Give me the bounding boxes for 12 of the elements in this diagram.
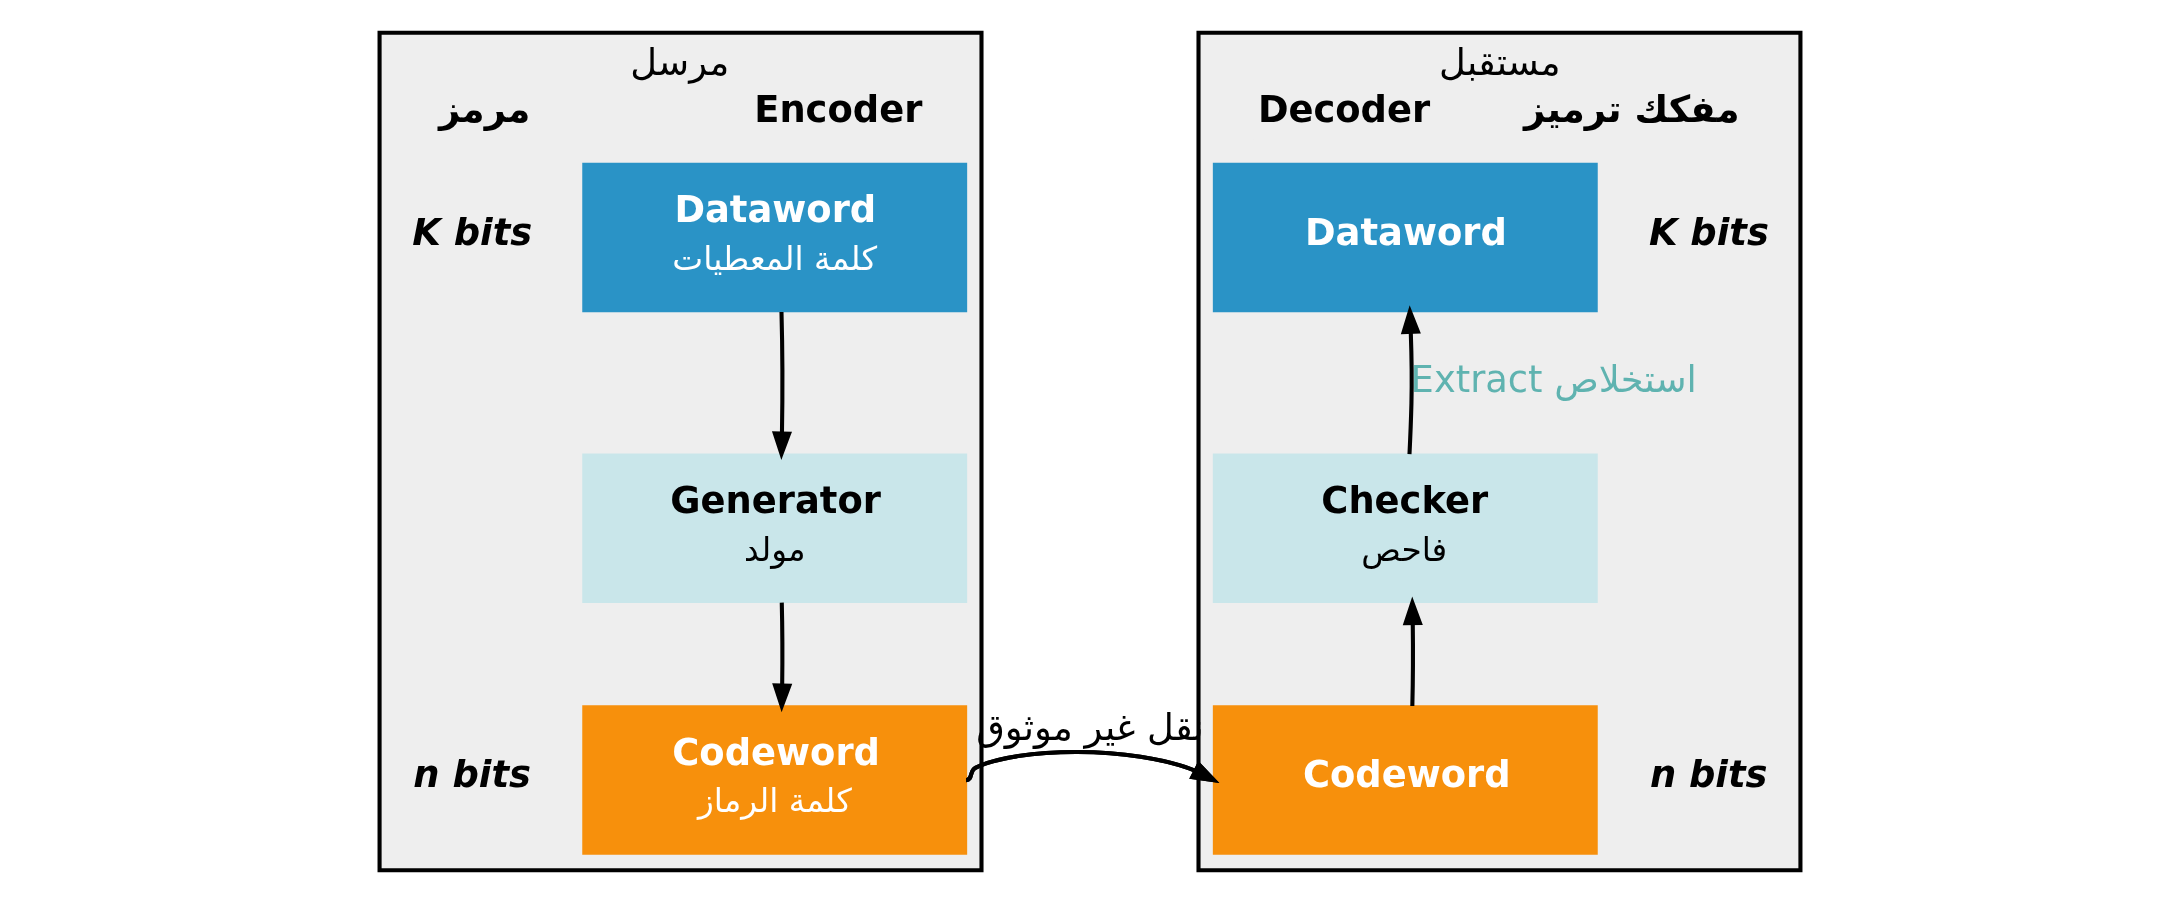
arrow — [771, 602, 792, 713]
arrow — [771, 311, 792, 461]
arrow — [1400, 305, 1421, 455]
edge-label: Extract استخلاص — [1410, 357, 1697, 401]
node-box: Dataword — [1212, 162, 1598, 313]
node-label: K bits — [411, 210, 532, 254]
node-label: K bits — [1648, 210, 1769, 254]
node-label: n bits — [1649, 753, 1768, 797]
node-label: n bits — [412, 753, 531, 797]
arrow — [1402, 596, 1423, 707]
node-box: Codeword — [1212, 705, 1598, 855]
arrow — [965, 750, 1219, 783]
